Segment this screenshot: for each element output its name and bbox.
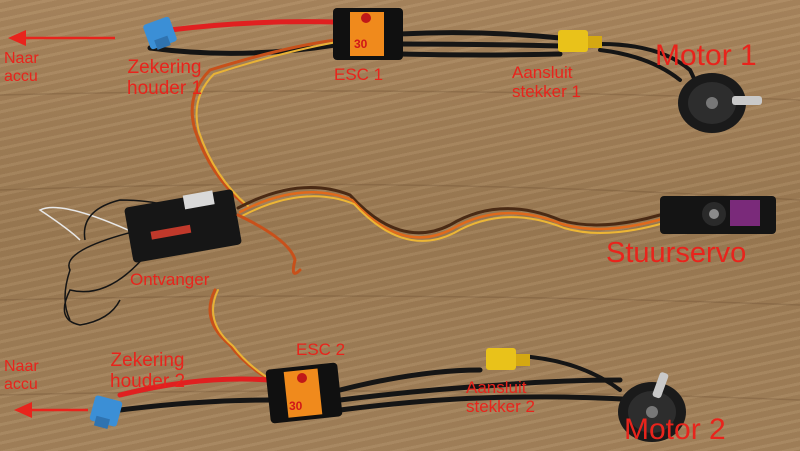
- label-zekering-houder-1-line1: Zekering: [127, 57, 202, 78]
- receiver-body: [124, 189, 242, 263]
- label-naar-accu-1-line2: accu: [4, 68, 38, 85]
- motor-1-body: [678, 73, 762, 133]
- label-zekering-houder-2: Zekering houder 2: [110, 350, 185, 392]
- label-zekering-houder-1: Zekering houder 1: [127, 57, 202, 99]
- label-naar-accu-2-line1: Naar: [4, 358, 39, 375]
- connector-1: [558, 30, 602, 52]
- bottom-wires: [117, 288, 643, 413]
- label-zekering-houder-1-line2: houder 1: [127, 78, 203, 99]
- fuse-holder-2: [89, 395, 123, 429]
- svg-text:30: 30: [289, 399, 303, 413]
- top-wires: [147, 19, 702, 207]
- label-stuurservo: Stuurservo: [606, 237, 747, 269]
- label-esc-2: ESC 2: [296, 340, 346, 359]
- label-naar-accu-1: Naar accu: [4, 50, 39, 86]
- left-arrow-icon: [14, 402, 88, 418]
- label-aansluit-stekker-2-line2: stekker 2: [466, 397, 535, 416]
- esc-1-board: 30: [333, 8, 403, 60]
- label-zekering-houder-2-line1: Zekering: [110, 350, 185, 371]
- label-aansluit-stekker-2: Aansluit stekker 2: [466, 378, 535, 416]
- servo-body: [660, 196, 776, 234]
- fuse-holder-1: [143, 16, 177, 50]
- motor-2-body: [618, 372, 686, 442]
- label-aansluit-stekker-1-line2: stekker 1: [512, 82, 581, 101]
- label-ontvanger: Ontvanger: [130, 270, 210, 289]
- label-naar-accu-1-line1: Naar: [4, 50, 39, 67]
- esc-2-board: 30: [265, 362, 343, 424]
- label-aansluit-stekker-2-line1: Aansluit: [466, 378, 527, 397]
- connector-2: [486, 348, 530, 370]
- label-aansluit-stekker-1: Aansluit stekker 1: [512, 63, 581, 101]
- label-motor-1: Motor 1: [655, 39, 757, 72]
- label-esc-1: ESC 1: [334, 65, 384, 84]
- left-arrow-icon: [8, 30, 115, 46]
- label-naar-accu-2-line2: accu: [4, 376, 38, 393]
- servo-wires: [236, 185, 665, 275]
- label-motor-2: Motor 2: [624, 413, 726, 446]
- label-aansluit-stekker-1-line1: Aansluit: [512, 63, 573, 82]
- label-naar-accu-2: Naar accu: [4, 358, 39, 394]
- label-zekering-houder-2-line2: houder 2: [110, 371, 186, 392]
- svg-text:30: 30: [354, 37, 368, 51]
